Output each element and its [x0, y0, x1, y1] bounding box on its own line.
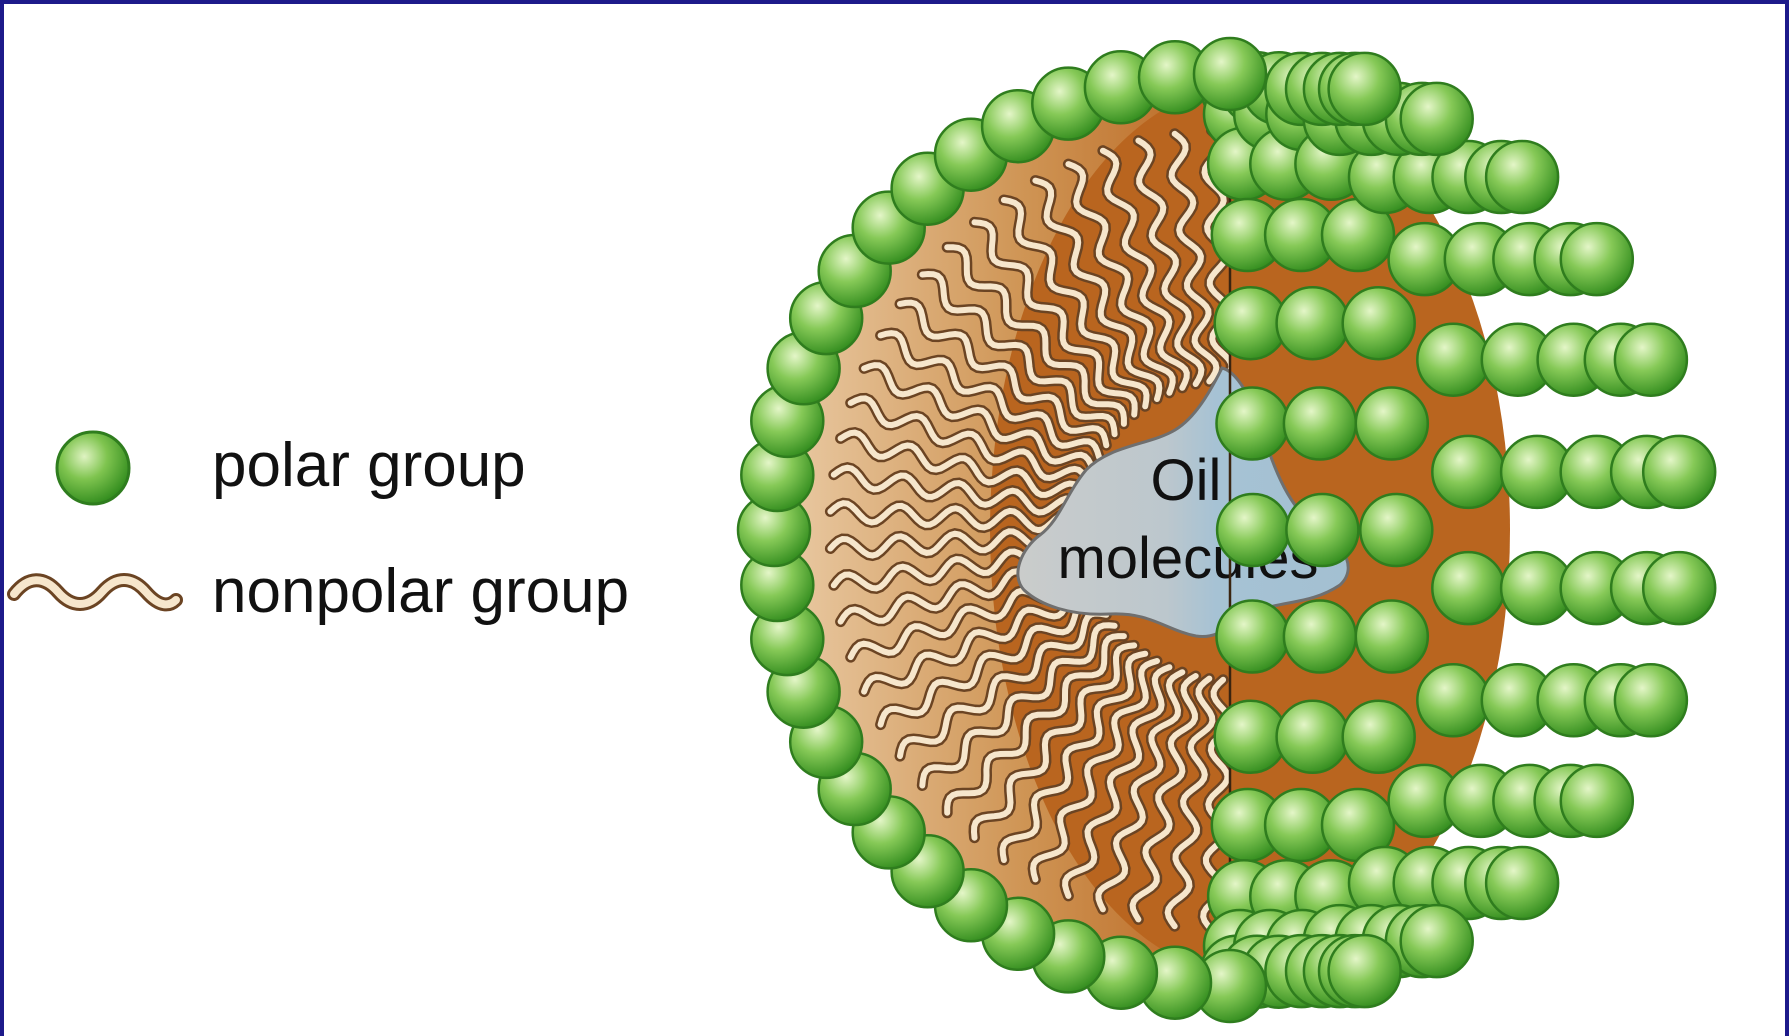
polar-head	[1486, 141, 1558, 213]
polar-head	[1561, 765, 1633, 837]
polar-head	[1615, 664, 1687, 736]
polar-head	[1417, 324, 1489, 396]
polar-head	[1343, 701, 1415, 773]
polar-head	[1277, 287, 1349, 359]
oil-label-line1: Oil	[1151, 448, 1222, 513]
polar-head	[1432, 552, 1504, 624]
polar-head	[1329, 53, 1401, 125]
polar-head	[1417, 664, 1489, 736]
polar-head	[1217, 601, 1289, 673]
polar-head	[1356, 601, 1428, 673]
polar-head	[1432, 436, 1504, 508]
polar-head	[1615, 324, 1687, 396]
polar-head	[1217, 388, 1289, 460]
polar-head	[1401, 905, 1473, 977]
polar-head	[1217, 494, 1289, 566]
polar-head	[1360, 494, 1432, 566]
polar-head	[1643, 436, 1715, 508]
polar-head	[1329, 935, 1401, 1007]
polar-head	[1277, 701, 1349, 773]
polar-head	[1401, 83, 1473, 155]
polar-head	[1643, 552, 1715, 624]
polar-head	[1486, 847, 1558, 919]
polar-head	[1284, 601, 1356, 673]
polar-head	[1194, 38, 1266, 110]
polar-head	[1286, 494, 1358, 566]
polar-head	[1561, 223, 1633, 295]
polar-head	[1343, 287, 1415, 359]
polar-head	[1284, 388, 1356, 460]
polar-head	[1356, 388, 1428, 460]
